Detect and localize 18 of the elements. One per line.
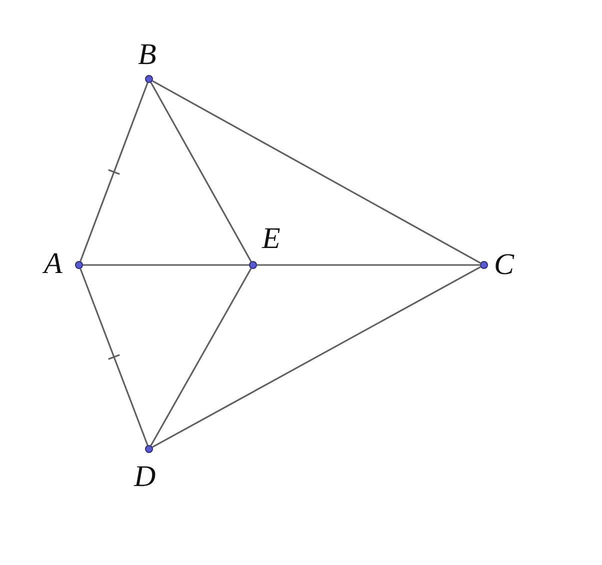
- line-segment: [150, 82, 252, 262]
- point-label: B: [138, 40, 156, 70]
- point-dot: [480, 261, 488, 269]
- point-label: A: [44, 249, 62, 279]
- line-segment: [83, 264, 249, 266]
- line-segment: [150, 268, 252, 446]
- point-dot: [145, 75, 153, 83]
- line-segment: [80, 82, 148, 262]
- point-label: C: [494, 250, 514, 280]
- point-dot: [145, 445, 153, 453]
- line-segment: [80, 268, 148, 446]
- line-segment: [152, 266, 481, 448]
- point-label: E: [262, 224, 280, 254]
- point-dot: [75, 261, 83, 269]
- point-dot: [249, 261, 257, 269]
- point-label: D: [134, 462, 156, 492]
- line-segment: [257, 264, 480, 266]
- line-segment: [152, 80, 481, 264]
